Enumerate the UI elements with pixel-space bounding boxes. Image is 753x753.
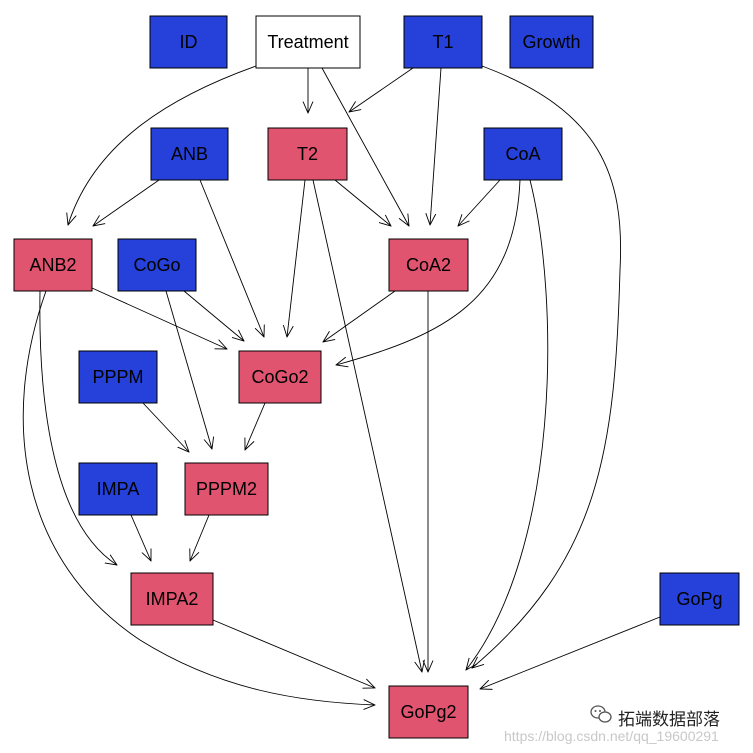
edge-anb2-to-gopg2 xyxy=(22,290,375,705)
edge-t1-to-t2 xyxy=(349,67,414,112)
node-box-gopg2 xyxy=(388,685,469,739)
node-box-treatment xyxy=(255,15,361,69)
node-box-pppm xyxy=(78,350,158,404)
node-box-anb xyxy=(150,127,229,181)
edge-t1-to-gopg2 xyxy=(472,65,621,668)
node-box-cogo2 xyxy=(238,350,322,404)
edge-impa2-to-gopg2 xyxy=(212,619,375,688)
node-label-gopg: GoPg xyxy=(676,589,722,609)
node-t1: T1 xyxy=(403,15,483,69)
node-box-id xyxy=(149,15,228,69)
node-pppm: PPPM xyxy=(78,350,158,404)
node-box-t1 xyxy=(403,15,483,69)
node-label-cogo: CoGo xyxy=(133,255,180,275)
edge-anb-to-cogo2 xyxy=(199,179,264,337)
watermark-url: https://blog.csdn.net/qq_19600291 xyxy=(504,728,719,744)
node-label-anb: ANB xyxy=(171,144,208,164)
edge-coa-to-coa2 xyxy=(458,179,501,226)
node-label-coa: CoA xyxy=(505,144,540,164)
node-coa: CoA xyxy=(483,127,563,181)
node-impa2: IMPA2 xyxy=(130,572,214,626)
node-box-cogo xyxy=(117,238,197,292)
edge-anb-to-anb2 xyxy=(93,179,160,226)
edges-layer xyxy=(22,65,661,705)
node-impa: IMPA xyxy=(78,462,158,516)
edge-coa-to-cogo2 xyxy=(336,179,521,365)
node-box-coa xyxy=(483,127,563,181)
node-label-id: ID xyxy=(180,32,198,52)
edge-gopg-to-gopg2 xyxy=(480,616,661,689)
node-box-t2 xyxy=(267,127,348,181)
node-pppm2: PPPM2 xyxy=(184,462,269,516)
node-box-anb2 xyxy=(13,238,93,292)
watermark-brand: 拓端数据部落 xyxy=(618,710,720,730)
edge-t2-to-gopg2 xyxy=(312,179,422,672)
edge-anb2-to-impa2 xyxy=(39,290,117,565)
edge-t1-to-coa2 xyxy=(430,67,442,225)
node-label-pppm2: PPPM2 xyxy=(196,479,257,499)
node-box-pppm2 xyxy=(184,462,269,516)
node-gopg2: GoPg2 xyxy=(388,685,469,739)
edge-impa-to-impa2 xyxy=(130,514,151,561)
node-coa2: CoA2 xyxy=(388,238,469,292)
node-box-impa2 xyxy=(130,572,214,626)
edge-pppm2-to-impa2 xyxy=(190,514,210,561)
node-id: ID xyxy=(149,15,228,69)
node-label-gopg2: GoPg2 xyxy=(400,702,456,722)
node-label-coa2: CoA2 xyxy=(406,255,451,275)
node-cogo: CoGo xyxy=(117,238,197,292)
node-label-impa: IMPA xyxy=(97,479,140,499)
node-label-t1: T1 xyxy=(432,32,453,52)
wechat-icon xyxy=(590,705,612,723)
edge-anb2-to-cogo2 xyxy=(91,287,227,349)
edge-treatment-to-anb2 xyxy=(68,65,257,225)
edge-coa2-to-cogo2 xyxy=(323,290,396,342)
edge-cogo2-to-pppm2 xyxy=(245,402,266,450)
node-t2: T2 xyxy=(267,127,348,181)
node-anb: ANB xyxy=(150,127,229,181)
node-label-impa2: IMPA2 xyxy=(146,589,199,609)
node-label-treatment: Treatment xyxy=(267,32,348,52)
edge-pppm-to-pppm2 xyxy=(142,402,189,452)
node-box-gopg xyxy=(659,572,740,626)
node-box-coa2 xyxy=(388,238,469,292)
edge-cogo-to-pppm2 xyxy=(165,290,212,449)
node-cogo2: CoGo2 xyxy=(238,350,322,404)
node-label-pppm: PPPM xyxy=(92,367,143,387)
node-label-t2: T2 xyxy=(297,144,318,164)
node-anb2: ANB2 xyxy=(13,238,93,292)
node-label-cogo2: CoGo2 xyxy=(251,367,308,387)
node-label-anb2: ANB2 xyxy=(29,255,76,275)
node-box-impa xyxy=(78,462,158,516)
node-treatment: Treatment xyxy=(255,15,361,69)
node-label-growth: Growth xyxy=(522,32,580,52)
watermark: https://blog.csdn.net/qq_19600291 拓端数据部落 xyxy=(504,705,720,744)
edge-treatment-to-coa2 xyxy=(321,67,409,226)
node-gopg: GoPg xyxy=(659,572,740,626)
edge-t2-to-cogo2 xyxy=(287,179,306,337)
edge-t2-to-coa2 xyxy=(334,179,391,226)
edge-coa-to-gopg2 xyxy=(466,179,549,670)
node-box-growth xyxy=(509,15,594,69)
node-growth: Growth xyxy=(509,15,594,69)
edge-cogo-to-cogo2 xyxy=(183,290,244,341)
